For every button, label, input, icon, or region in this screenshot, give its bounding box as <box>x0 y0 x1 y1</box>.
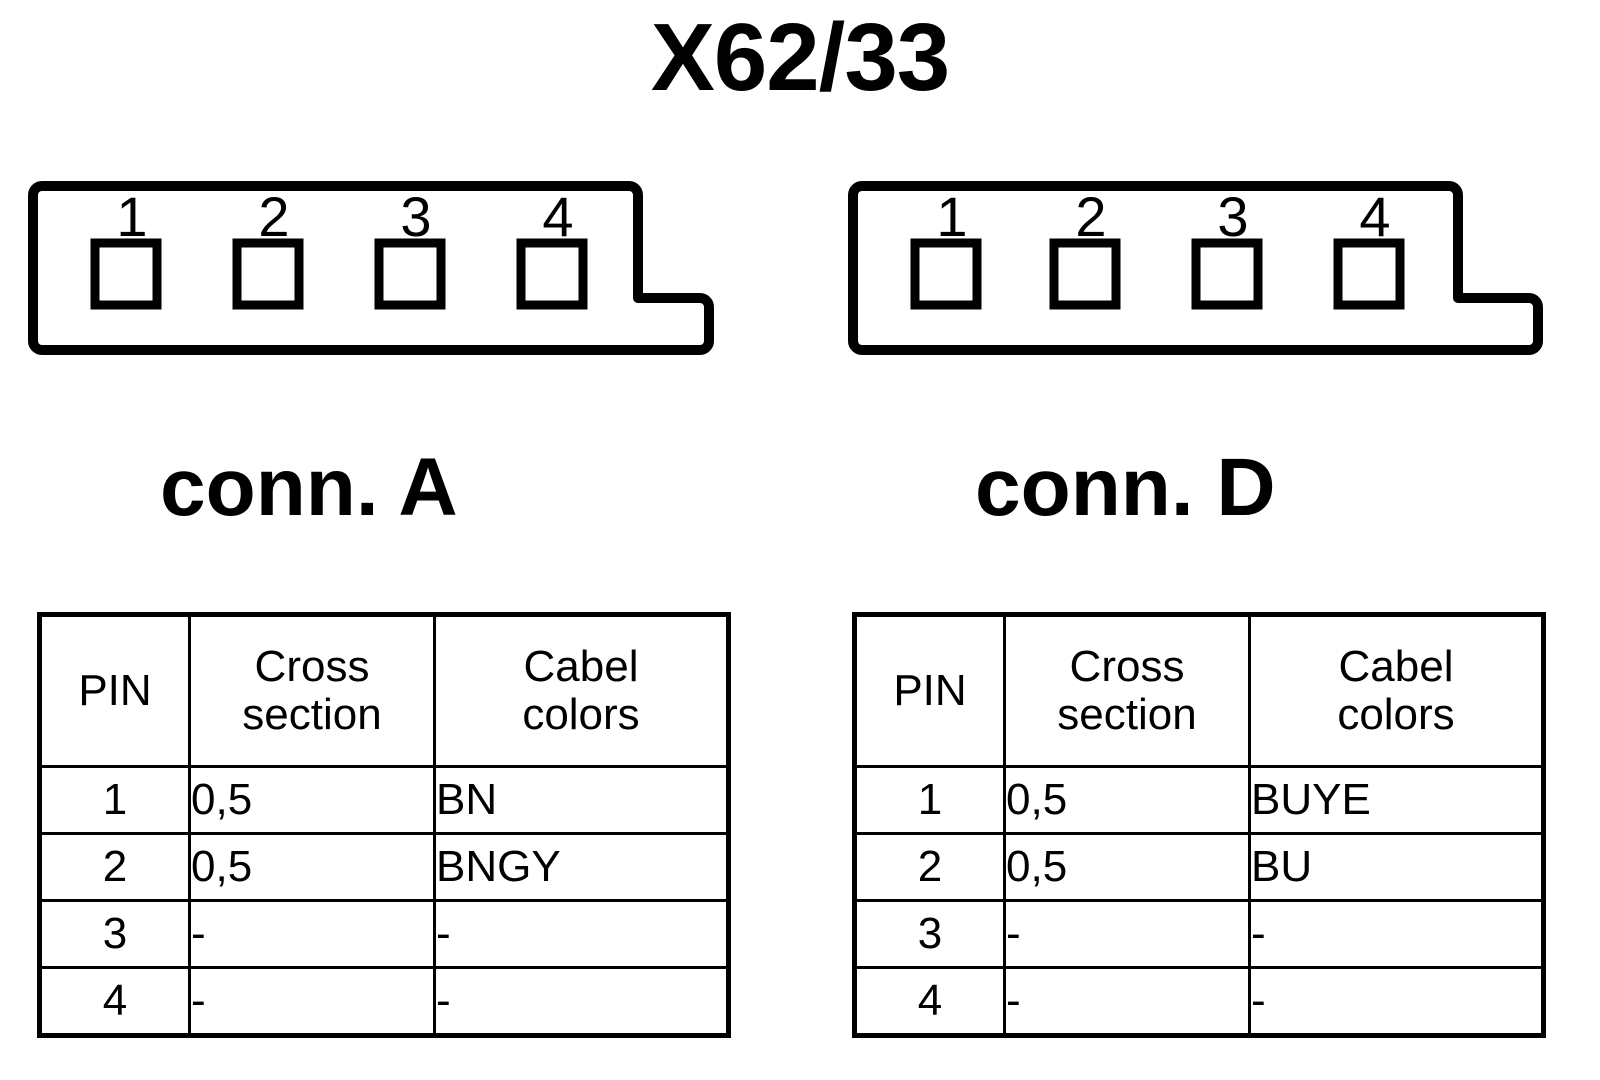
cell-cable-color: BU <box>1248 832 1545 902</box>
cell-cable-color: BN <box>433 765 730 835</box>
cell-cross-section: 0,5 <box>1003 765 1251 835</box>
cell-cable-color: - <box>433 899 730 969</box>
table-row: 1 0,5 BUYE <box>853 765 1545 835</box>
connector-a-pin-square-1 <box>90 238 162 310</box>
cell-pin: 2 <box>38 832 191 902</box>
connector-diagram-d: 1 2 3 4 <box>845 178 1575 364</box>
cell-pin: 4 <box>38 966 191 1037</box>
header-cross-section: Cross section <box>188 613 436 768</box>
cell-cross-section: - <box>1003 966 1251 1037</box>
header-cable-colors: Cabel colors <box>433 613 730 768</box>
connector-d-pin-number-1: 1 <box>936 185 967 248</box>
table-row: 4 - - <box>38 966 730 1037</box>
connector-a-pin-number-3: 3 <box>400 185 431 248</box>
header-cable-colors: Cabel colors <box>1248 613 1545 768</box>
cell-cross-section: - <box>188 899 436 969</box>
header-pin-label: PIN <box>893 666 967 716</box>
connector-d-pin-square-3 <box>1191 238 1263 310</box>
table-row: 2 0,5 BU <box>853 832 1545 902</box>
pinout-table-d: PIN Cross section Cabel colors 1 0,5 BUY… <box>852 612 1546 1038</box>
pinout-table-a: PIN Cross section Cabel colors 1 0,5 BN … <box>37 612 731 1038</box>
connector-d-pin-square-2 <box>1049 238 1121 310</box>
header-cable-colors-line1: Cabel <box>1338 642 1454 692</box>
cell-pin: 1 <box>38 765 191 835</box>
cell-cable-color: - <box>1248 966 1545 1037</box>
cell-cable-color: - <box>1248 899 1545 969</box>
cell-cross-section: 0,5 <box>1003 832 1251 902</box>
pinout-table-a-head: PIN Cross section Cabel colors <box>38 613 730 768</box>
pinout-table-d-body: 1 0,5 BUYE 2 0,5 BU 3 - - 4 - - <box>853 765 1545 1037</box>
connector-a-pin-square-2 <box>232 238 304 310</box>
cell-pin: 2 <box>853 832 1006 902</box>
header-cross-section-line2: section <box>242 690 382 739</box>
cell-pin: 3 <box>38 899 191 969</box>
table-row: 3 - - <box>853 899 1545 969</box>
header-cross-section: Cross section <box>1003 613 1251 768</box>
page-title: X62/33 <box>650 4 950 111</box>
pinout-table-d-head: PIN Cross section Cabel colors <box>853 613 1545 768</box>
cell-cross-section: 0,5 <box>188 832 436 902</box>
connector-d-pin-number-2: 2 <box>1075 185 1106 248</box>
connector-d-body-path <box>848 181 1543 355</box>
header-cross-section-line1: Cross <box>1069 642 1185 692</box>
connector-a-pin-square-4 <box>516 238 588 310</box>
connector-diagram-a: 1 2 3 4 <box>28 178 728 364</box>
table-header-row: PIN Cross section Cabel colors <box>38 613 730 768</box>
connector-a-outline-svg: 1 2 3 4 <box>28 181 714 355</box>
header-pin-label: PIN <box>78 666 152 716</box>
cell-pin: 4 <box>853 966 1006 1037</box>
connector-d-outline-svg: 1 2 3 4 <box>848 181 1543 355</box>
connector-a-pin-number-1: 1 <box>116 185 147 248</box>
cell-cross-section: - <box>188 966 436 1037</box>
connector-d-label: conn. D <box>975 442 1276 533</box>
connector-d-pin-square-4 <box>1333 238 1405 310</box>
table-row: 1 0,5 BN <box>38 765 730 835</box>
connector-a-pin-number-4: 4 <box>542 185 573 248</box>
cell-pin: 1 <box>853 765 1006 835</box>
cell-cable-color: - <box>433 966 730 1037</box>
header-pin: PIN <box>38 613 191 768</box>
table-row: 4 - - <box>853 966 1545 1037</box>
cell-cross-section: - <box>1003 899 1251 969</box>
header-cable-colors-line2: colors <box>522 690 640 739</box>
header-cable-colors-line1: Cabel <box>523 642 639 692</box>
connector-d-pin-number-3: 3 <box>1217 185 1248 248</box>
connector-a-label: conn. A <box>160 442 458 533</box>
pinout-table-a-body: 1 0,5 BN 2 0,5 BNGY 3 - - 4 - - <box>38 765 730 1037</box>
header-cross-section-line1: Cross <box>254 642 370 692</box>
connector-a-body-path <box>28 181 714 355</box>
connector-d-pin-number-4: 4 <box>1359 185 1390 248</box>
header-cable-colors-line2: colors <box>1337 690 1455 739</box>
cell-cross-section: 0,5 <box>188 765 436 835</box>
cell-pin: 3 <box>853 899 1006 969</box>
table-row: 3 - - <box>38 899 730 969</box>
connector-a-pin-square-3 <box>374 238 446 310</box>
header-pin: PIN <box>853 613 1006 768</box>
header-cross-section-line2: section <box>1057 690 1197 739</box>
pinout-table-a-wrapper: PIN Cross section Cabel colors 1 0,5 BN … <box>37 612 731 1038</box>
table-header-row: PIN Cross section Cabel colors <box>853 613 1545 768</box>
cell-cable-color: BUYE <box>1248 765 1545 835</box>
cell-cable-color: BNGY <box>433 832 730 902</box>
connector-a-pin-number-2: 2 <box>258 185 289 248</box>
table-row: 2 0,5 BNGY <box>38 832 730 902</box>
pinout-table-d-wrapper: PIN Cross section Cabel colors 1 0,5 BUY… <box>852 612 1546 1038</box>
connector-d-pin-square-1 <box>910 238 982 310</box>
